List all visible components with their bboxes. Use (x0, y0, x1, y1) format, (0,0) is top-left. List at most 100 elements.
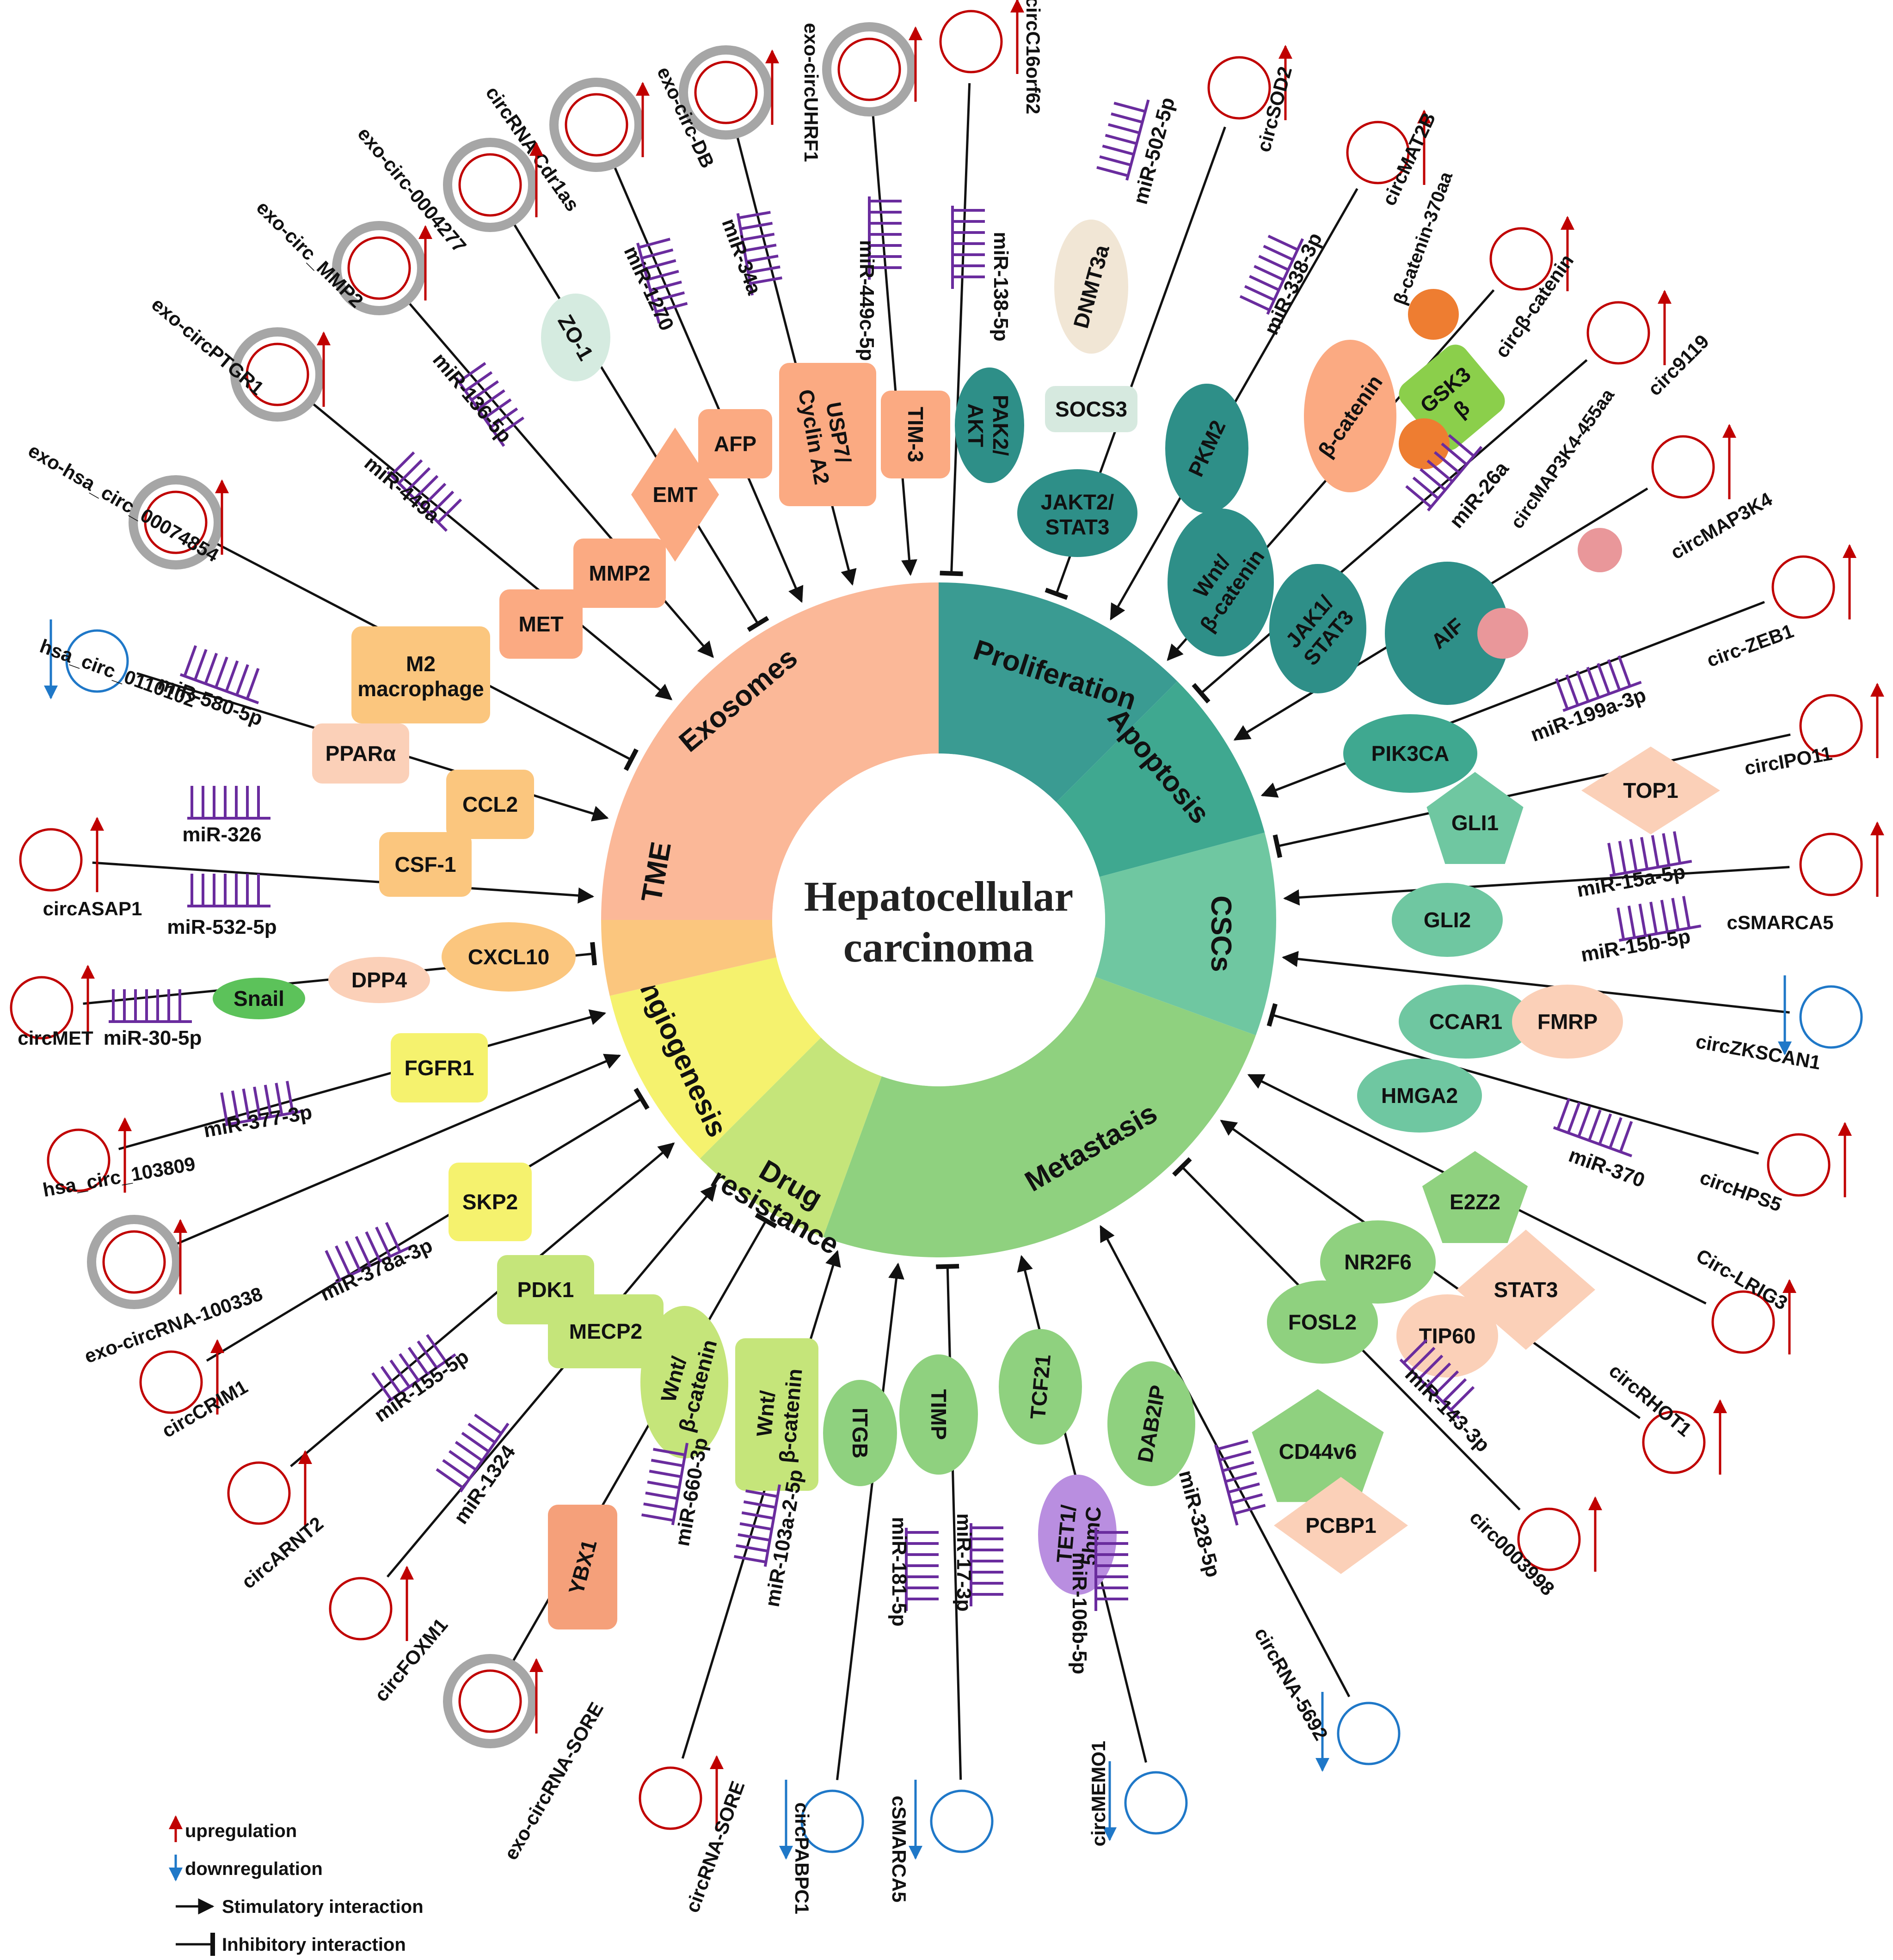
node-shape (1017, 469, 1137, 557)
circrna-ring (1651, 435, 1715, 499)
circrna-ring (694, 61, 758, 124)
node-shape (1385, 562, 1510, 705)
mirna-glyph (455, 362, 525, 447)
legend-label: Stimulatory interaction (222, 1897, 424, 1917)
node-1: EMT (631, 428, 719, 562)
node-shape (1274, 1477, 1408, 1574)
edge-line (92, 861, 595, 904)
node-shape (631, 428, 719, 562)
mirna-glyph (905, 1528, 939, 1611)
node-shape (1107, 1361, 1195, 1486)
circrna-label: circMEMO1 (1088, 1741, 1109, 1847)
node-47: MET (499, 589, 583, 659)
node-6: DNMT3a (1054, 220, 1128, 354)
node-label: FGFR1 (405, 1056, 474, 1080)
mirna-glyph (371, 1334, 456, 1403)
circrna-label: circ9119 (1643, 330, 1713, 400)
node-shape (1392, 883, 1503, 957)
exosome-ring (549, 78, 644, 172)
node-label: EMT (652, 483, 697, 507)
mirna-glyph (734, 1484, 781, 1567)
circrna-ring (458, 153, 522, 217)
seg-angio (609, 957, 821, 1159)
exosome-ring (822, 22, 916, 116)
node-shape (1320, 1220, 1436, 1304)
seg-cscs-label: CSCs (1205, 895, 1237, 972)
node-shape (1399, 985, 1533, 1059)
node-shape (1252, 1389, 1384, 1502)
node-shape (1054, 220, 1128, 354)
mirna-glyph (1214, 1439, 1266, 1526)
center-disc: Hepatocellular carcinoma (772, 753, 1105, 1086)
node-label: MET (518, 612, 563, 636)
circrna-ring (102, 1230, 166, 1294)
edge-line (308, 400, 673, 700)
circrna-glyph (1103, 1761, 1188, 1841)
circrna-ring (639, 1766, 702, 1830)
node-label: NR2F6 (1344, 1250, 1412, 1274)
circrna-ring (837, 37, 901, 101)
circrna-glyph (1651, 424, 1736, 499)
edge-line (1266, 1003, 1759, 1155)
node-shape (823, 1380, 897, 1486)
circrna-glyph (909, 1780, 994, 1860)
node-label: DPP4 (351, 968, 407, 992)
mirna-label: miR-532-5p (167, 916, 277, 938)
exosome-ring (332, 221, 426, 315)
seg-exosomes (601, 582, 939, 920)
circrna-glyph (227, 1450, 312, 1525)
node-45: PPARα (312, 723, 409, 784)
edge-line (118, 1009, 607, 1151)
node-label: TIP60 (1419, 1324, 1476, 1348)
node-shape (881, 391, 950, 478)
circrna-label: circPABPC1 (791, 1802, 813, 1914)
mirna-label: miR-136-5p (428, 349, 516, 447)
node-label: GLI2 (1424, 908, 1471, 932)
protein-dot (1408, 289, 1459, 340)
circrna-ring (19, 828, 83, 892)
node-33: Wnt/β-catenin (735, 1338, 818, 1491)
node-shape (1168, 508, 1274, 656)
mirna-glyph (1553, 1098, 1633, 1158)
node-label: CCAR1 (1429, 1010, 1502, 1034)
mirna-glyph (636, 238, 688, 324)
node-shape (698, 409, 772, 478)
exosome-ring (443, 138, 537, 232)
edge-line (1192, 359, 1588, 704)
circrna-glyph (939, 0, 1024, 74)
node-label: AFP (714, 432, 756, 456)
edge-line (940, 83, 971, 576)
circrna-ring (939, 10, 1003, 74)
node-label: E2Z2 (1450, 1190, 1500, 1214)
circrna-glyph (1207, 45, 1292, 120)
title-line-1: Hepatocellular (804, 873, 1074, 920)
node-4: TIM-3 (881, 391, 950, 478)
circrna-label: cSMARCA5 (1727, 912, 1833, 933)
node-shape (548, 1505, 617, 1629)
circrna-glyph (332, 221, 432, 315)
node-48: MMP2 (573, 539, 666, 608)
circrna-glyph (1771, 544, 1856, 619)
mirna-glyph (1239, 234, 1304, 315)
node-44: CCL2 (446, 770, 534, 839)
exosome-ring (679, 45, 773, 140)
node-14: PIK3CA (1343, 714, 1477, 793)
mirna-label: miR-326 (182, 823, 261, 846)
mirna-glyph (1094, 1528, 1128, 1611)
node-27: PCBP1 (1274, 1477, 1408, 1574)
node-23: NR2F6 (1320, 1220, 1436, 1304)
circrna-glyph (779, 1780, 864, 1860)
seg-drug (700, 1037, 882, 1237)
node-shape (735, 1338, 818, 1491)
node-shape (541, 294, 610, 381)
circrna-glyph (1346, 110, 1431, 185)
node-shape (1357, 1059, 1482, 1133)
node-42: CXCL10 (442, 922, 576, 992)
legend-label: upregulation (185, 1821, 297, 1841)
circrna-ring (1124, 1771, 1188, 1835)
node-shape (1304, 340, 1396, 492)
mirna-label: miR-17-3p (953, 1513, 975, 1612)
